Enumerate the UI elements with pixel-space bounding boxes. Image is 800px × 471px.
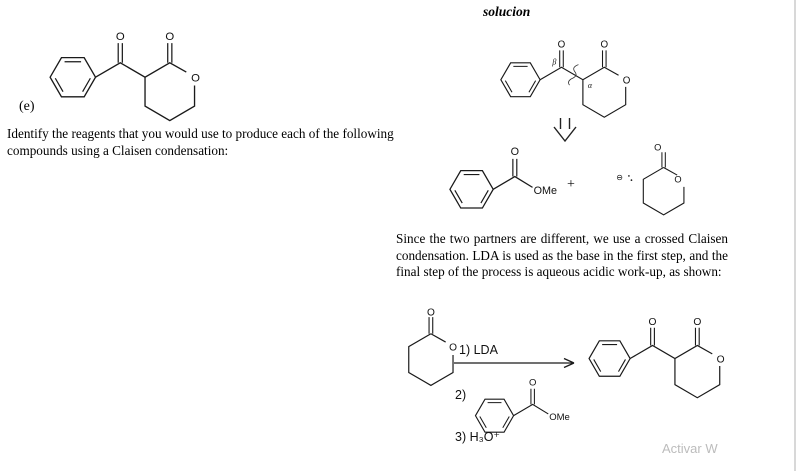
step3-label: 3) H₃O⁺: [455, 430, 501, 444]
problem-text: Identify the reagents that you would use…: [7, 126, 394, 158]
retrosynthesis-arrow-icon: [553, 118, 577, 143]
oxygen-label: O: [649, 317, 657, 328]
molecule-skeleton: [450, 159, 533, 208]
molecule-skeleton: [475, 389, 548, 432]
reaction-arrow-icon: [454, 357, 575, 369]
oxygen-label: O: [165, 31, 174, 43]
watermark: Activar W: [662, 441, 718, 456]
step1-label: 1) LDA: [459, 343, 498, 357]
oxygen-label: O: [600, 40, 608, 51]
oxygen-label: O: [511, 146, 519, 158]
solution-heading: solucion: [483, 4, 531, 19]
oxygen-label: O: [116, 31, 125, 43]
step2-benzoate-structure: O OMe: [472, 377, 570, 441]
molecule-skeleton: [501, 50, 626, 117]
solution-target-structure: O O O β α: [497, 40, 631, 127]
window-edge-divider: [794, 0, 796, 471]
alpha-label: α: [588, 81, 593, 90]
problem-structure: O O O: [46, 31, 200, 132]
enolate-structure: O O ⊖: [616, 143, 700, 220]
product-structure: O O O: [585, 317, 725, 408]
solution-paragraph: Since the two partners are different, we…: [396, 231, 728, 279]
disconnection-squiggle: [568, 64, 579, 86]
minus-charge-label: ⊖: [616, 173, 623, 182]
oxygen-label: O: [558, 40, 566, 51]
oxygen-label: O: [717, 354, 725, 365]
oxygen-label: O: [674, 175, 681, 185]
oxygen-label: O: [191, 72, 200, 84]
beta-label: β: [551, 58, 556, 67]
methyl-benzoate-structure: O OMe: [446, 146, 557, 218]
molecule-skeleton: [409, 317, 453, 385]
oxygen-label: O: [427, 307, 435, 318]
oxygen-label: O: [449, 342, 457, 353]
step2-label: 2): [455, 388, 467, 402]
reactant-lactone-structure: O O: [394, 307, 457, 391]
methoxy-label: OMe: [534, 185, 557, 197]
problem-item-label: (e): [19, 99, 35, 114]
lone-pair-dots: [628, 175, 633, 181]
oxygen-label: O: [693, 317, 701, 328]
methoxy-label: OMe: [549, 412, 570, 423]
plus-sign: +: [567, 177, 575, 192]
molecule-skeleton: [589, 328, 720, 398]
oxygen-label: O: [623, 75, 631, 86]
oxygen-label: O: [529, 377, 536, 388]
oxygen-label: O: [654, 143, 661, 153]
molecule-skeleton: [50, 43, 194, 120]
